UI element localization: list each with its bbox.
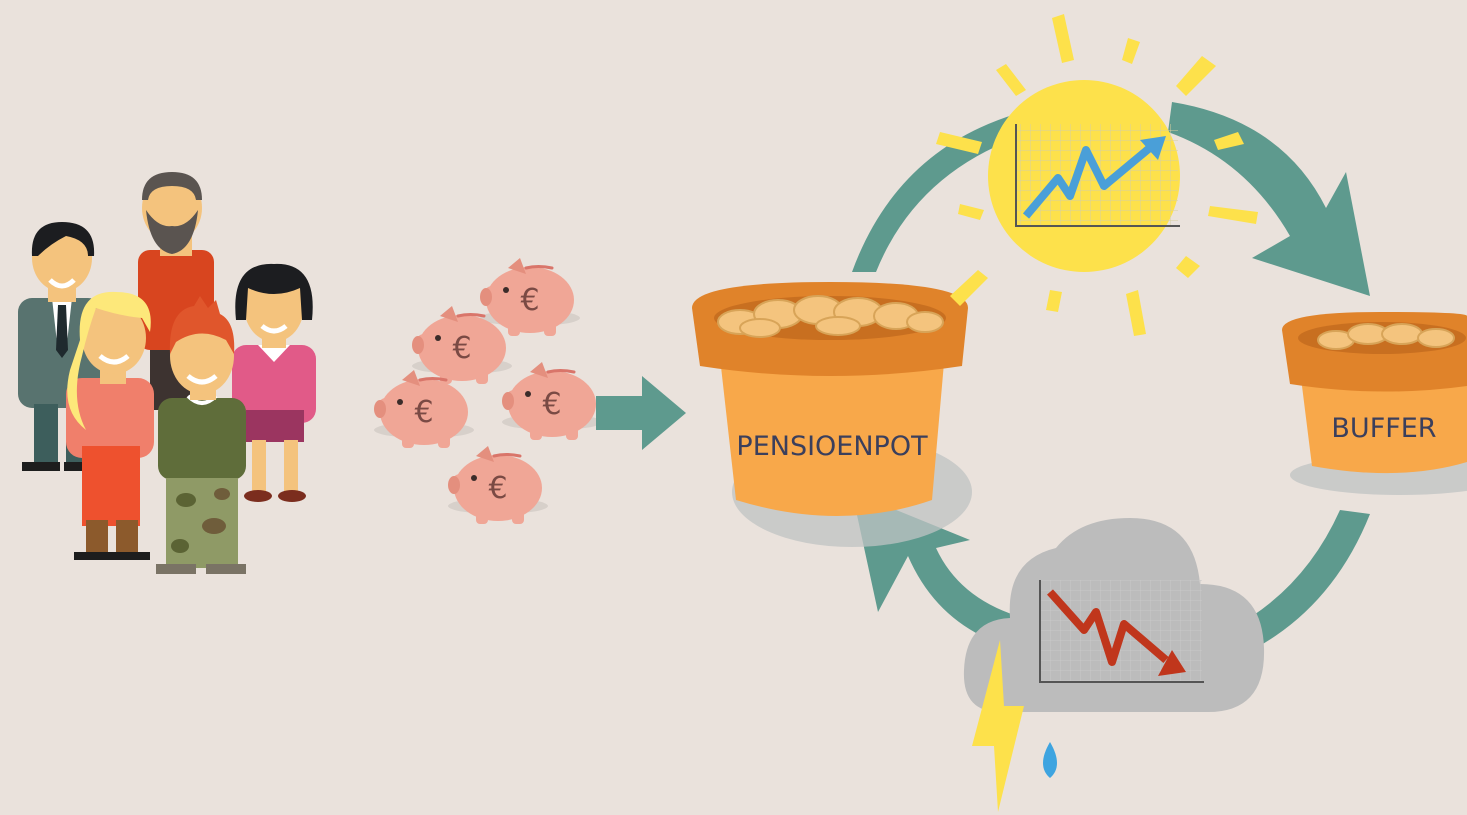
rising-chart-icon [1015,124,1180,227]
euro-sign: € [414,395,433,430]
group-of-people-icon [18,172,316,574]
person-blonde-woman [66,291,154,560]
person-woman-black-hair [232,263,316,502]
lightning-bolt-icon [972,640,1024,812]
arrow-sun-to-buffer [1168,102,1370,296]
raindrop-icon [1043,742,1057,778]
piggy-bank-cluster: € € € € € [372,256,604,526]
coins [1317,323,1455,350]
arrow-into-pot [596,376,686,450]
pot-label-buffer: BUFFER [1331,413,1436,444]
piggy-bank-icon: € [500,360,604,442]
arrow-buffer-to-cloud [1232,510,1370,656]
sun-icon [936,14,1258,336]
pension-pot: PENSIOENPOT [692,282,972,547]
piggy-bank-icon: € [372,368,476,450]
pot-label-pensioenpot: PENSIOENPOT [736,431,928,462]
person-redhead-man [156,296,246,574]
euro-sign: € [488,471,507,506]
euro-sign: € [452,331,471,366]
euro-sign: € [520,283,539,318]
falling-chart-icon [1039,580,1204,683]
piggy-bank-icon: € [446,444,550,526]
buffer-pot: BUFFER [1282,312,1467,495]
piggy-bank-icon: € [410,304,514,386]
coins [717,295,944,338]
euro-sign: € [542,387,561,422]
piggy-bank-icon: € [478,256,582,338]
storm-cloud-icon [963,518,1265,812]
